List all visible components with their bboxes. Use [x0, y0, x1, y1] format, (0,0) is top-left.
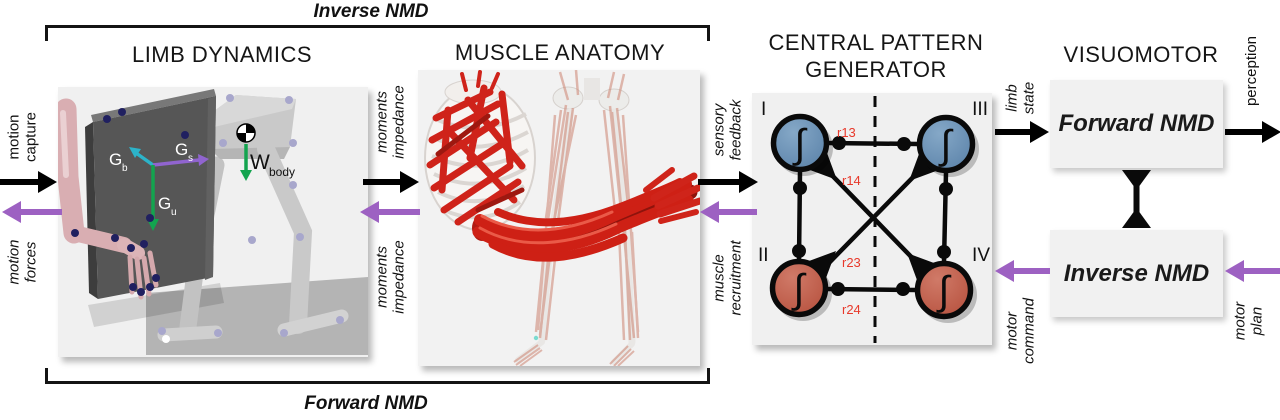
limb-dynamics-title: LIMB DYNAMICS	[131, 42, 313, 67]
frame-label-gb-sub: b	[122, 163, 128, 174]
cpg-panel: ∫ ∫ ∫ ∫ I III II IV r13 r14 r23 r24	[752, 93, 992, 345]
cpg-node-III	[916, 114, 976, 174]
cpg-synapses	[792, 136, 953, 296]
weight-r24: r24	[842, 302, 861, 317]
top-bracket-tick-right	[707, 25, 710, 41]
center-of-mass-symbol	[236, 123, 256, 181]
weight-label: W	[250, 151, 270, 174]
cpg-node-I	[770, 113, 830, 173]
forward-nmd-label: Forward NMD	[1058, 110, 1215, 137]
weight-r14: r14	[842, 173, 861, 188]
node-numeral-III: III	[972, 99, 988, 120]
signal-perception: perception	[1242, 35, 1260, 107]
frame-label-gs-sub: s	[188, 153, 193, 164]
integrator-symbol-IV: ∫	[937, 269, 953, 313]
cpg-network: ∫ ∫ ∫ ∫ I III II IV r13 r14 r23 r24	[758, 96, 990, 343]
cpg-node-II	[769, 258, 829, 318]
forward-nmd-box: Forward NMD	[1050, 80, 1223, 168]
cpg-node-IV	[914, 260, 974, 320]
muscle-anatomy-panel	[418, 69, 704, 367]
top-bracket-tick-left	[45, 25, 48, 41]
mocap-markers-light	[158, 94, 344, 337]
bottom-bracket-tick-right	[707, 368, 710, 384]
cpg-title: CENTRAL PATTERN GENERATOR	[746, 29, 1006, 83]
bottom-bracket-tick-left	[45, 368, 48, 384]
muscle-anatomy-illustration	[424, 69, 704, 367]
frame-label-gu: G	[158, 194, 171, 213]
body-frame-axes: G b G s G u	[109, 140, 209, 231]
frame-label-gs: G	[175, 140, 188, 159]
weight-r23: r23	[842, 255, 861, 270]
integrator-symbol-I: ∫	[793, 122, 809, 166]
frame-label-gu-sub: u	[171, 207, 177, 218]
arm-muscle-bundle	[472, 167, 704, 262]
shoulder-muscles	[426, 70, 526, 226]
weight-r13: r13	[837, 125, 856, 140]
node-numeral-IV: IV	[972, 245, 990, 266]
top-bracket-label: Inverse NMD	[313, 1, 429, 22]
node-numeral-I: I	[761, 99, 766, 120]
frame-label-gb: G	[109, 150, 122, 169]
top-bracket-line	[45, 25, 710, 28]
inverse-nmd-label: Inverse NMD	[1063, 259, 1210, 287]
forward-inverse-connector	[1122, 170, 1151, 228]
limb-dynamics-illustration: G b G s G u W body	[55, 89, 368, 355]
bottom-bracket-label: Forward NMD	[304, 393, 428, 414]
weight-label-sub: body	[269, 165, 295, 179]
node-numeral-II: II	[758, 245, 769, 266]
inverse-nmd-box: Inverse NMD	[1050, 230, 1223, 317]
mocap-markers-dark	[71, 108, 189, 296]
visuomotor-title: VISUOMOTOR	[1063, 42, 1219, 67]
muscle-anatomy-title: MUSCLE ANATOMY	[454, 40, 666, 65]
limb-dynamics-panel: G b G s G u W body	[55, 87, 368, 357]
integrator-symbol-II: ∫	[792, 267, 808, 311]
cpg-title-line2: GENERATOR	[805, 57, 947, 82]
cpg-title-line1: CENTRAL PATTERN	[768, 30, 984, 55]
bottom-bracket-line	[45, 381, 710, 384]
cpg-fans	[809, 153, 936, 280]
integrator-symbol-III: ∫	[939, 123, 955, 167]
